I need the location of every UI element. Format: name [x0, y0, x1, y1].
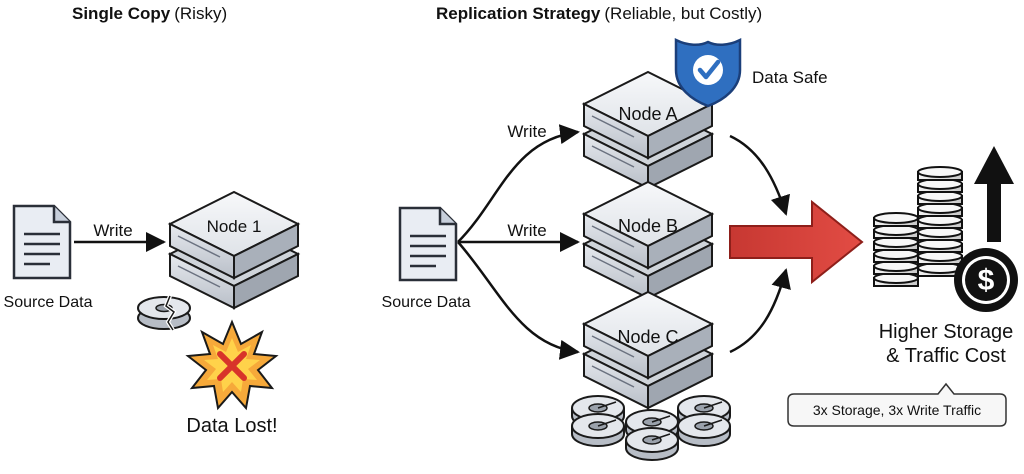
cost-callout: 3x Storage, 3x Write Traffic: [787, 382, 1007, 427]
right-source-label: Source Data: [382, 294, 471, 311]
right-source-document-icon: [398, 206, 458, 282]
cost-title-line2: & Traffic Cost: [886, 345, 1006, 367]
burst-icon: [185, 319, 279, 411]
node-b-label: Node B: [618, 216, 678, 236]
node-c-label: Node C: [617, 327, 678, 347]
node-1-server-icon: [169, 191, 299, 309]
left-write-label: Write: [93, 221, 132, 240]
node-1-label: Node 1: [207, 217, 262, 236]
write-label-middle: Write: [507, 221, 546, 240]
node-c-server-icon: [583, 291, 713, 409]
up-arrow-icon: [974, 146, 1014, 242]
x-mark-icon: [217, 351, 247, 381]
shield-check-icon: [674, 37, 742, 108]
left-source-document-icon: [12, 204, 72, 280]
cost-title-line1: Higher Storage: [879, 321, 1014, 343]
left-title: Single Copy(Risky): [72, 4, 227, 23]
data-safe-label: Data Safe: [752, 68, 828, 87]
write-label-top: Write: [507, 122, 546, 141]
data-lost-label: Data Lost!: [186, 415, 277, 437]
dollar-coin-icon: $: [954, 248, 1018, 312]
svg-text:$: $: [978, 264, 995, 297]
node-a-label: Node A: [618, 104, 677, 124]
left-source-label: Source Data: [4, 294, 93, 311]
right-title: Replication Strategy(Reliable, but Costl…: [436, 4, 762, 23]
merge-arrow-bottom: [729, 268, 791, 354]
write-arrow-node-a: [457, 124, 580, 243]
merge-arrow-top: [729, 134, 790, 216]
write-arrow-node-c: [457, 241, 580, 360]
coin-stack-icon: [873, 166, 963, 287]
cost-note-label: 3x Storage, 3x Write Traffic: [813, 402, 981, 418]
broken-disk-icon: [137, 295, 191, 332]
cost-arrow-icon: [729, 199, 864, 285]
node-b-server-icon: [583, 181, 713, 299]
